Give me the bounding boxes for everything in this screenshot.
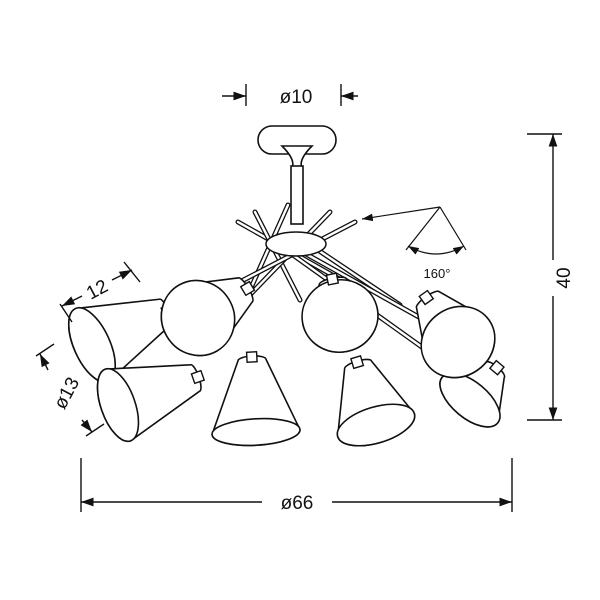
rotation-angle-label: 160°: [424, 266, 451, 281]
dimension-canopy-diameter: [222, 84, 358, 106]
ceiling-canopy: [257, 125, 337, 225]
arm-hub: [265, 231, 327, 257]
dimension-total-diameter: [80, 458, 513, 512]
dimension-shade-diameter: [35, 343, 105, 437]
dimension-height: [527, 133, 562, 421]
canopy-diameter-label: ø10: [280, 87, 313, 108]
lamp-shade: [211, 350, 301, 447]
lamp-shade: [96, 363, 206, 443]
lamp-shades: [67, 272, 506, 447]
shade-length-label: 12: [83, 276, 112, 304]
shade-diameter-label: ø13: [50, 374, 84, 413]
lamp-shade: [301, 272, 379, 353]
dimension-rotation-angle: [361, 206, 467, 255]
height-label: 40: [554, 267, 575, 288]
total-diameter-label: ø66: [281, 493, 314, 514]
lamp-shade: [336, 355, 416, 447]
lamp-shade: [160, 277, 256, 357]
arm: [253, 210, 302, 302]
lamp-shade: [415, 289, 496, 379]
dimension-shade-length: [59, 261, 141, 323]
